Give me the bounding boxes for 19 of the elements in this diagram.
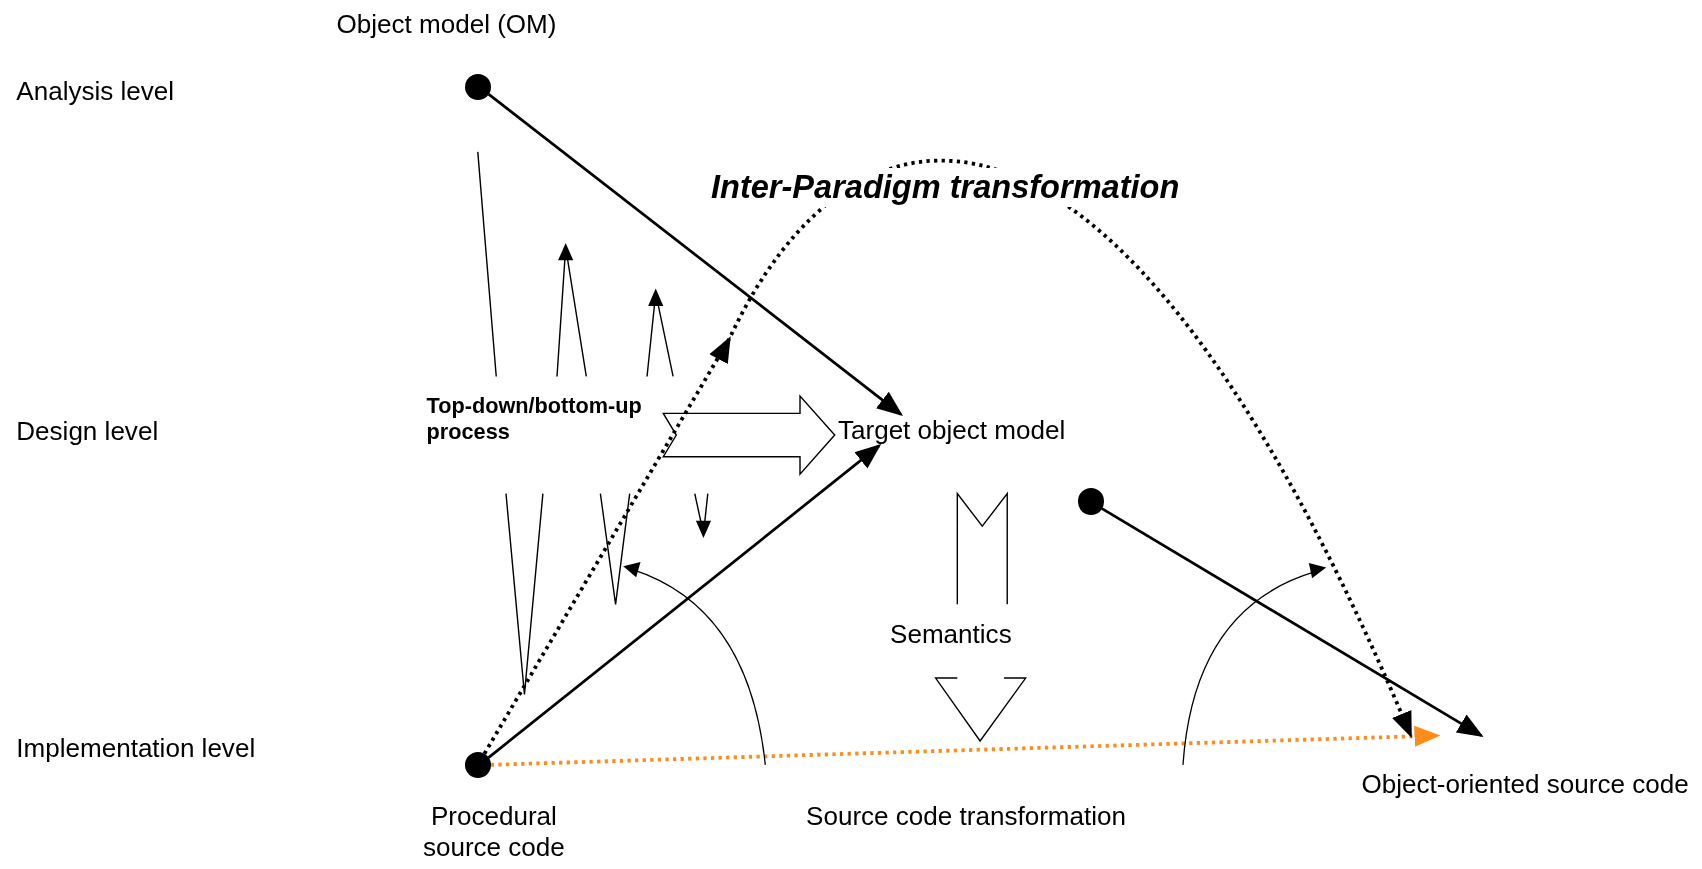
level-label: Analysis level <box>16 75 175 108</box>
arrow <box>1100 507 1484 737</box>
dot-marker <box>464 73 491 100</box>
arrow <box>487 93 903 417</box>
diagram-title: Inter-Paradigm transformation <box>710 168 1180 208</box>
node-label: Top-down/bottom-up process <box>426 392 643 445</box>
node-label: Object-oriented source code <box>1360 768 1690 800</box>
node-label: Target object model <box>837 414 1066 446</box>
level-label: Design level <box>16 415 159 447</box>
dot-marker <box>464 752 491 779</box>
dotted-arrow <box>490 725 1441 767</box>
arrow <box>487 444 882 759</box>
level-label: Implementation level <box>16 732 256 764</box>
node-caption: Object model (OM) <box>336 8 557 40</box>
dot-marker <box>1077 488 1104 515</box>
semantics-label: Semantics <box>890 618 1012 650</box>
node-caption: Procedural source code <box>421 801 566 864</box>
dotted-arrow <box>482 158 1413 755</box>
hollow-arrow <box>662 394 836 476</box>
